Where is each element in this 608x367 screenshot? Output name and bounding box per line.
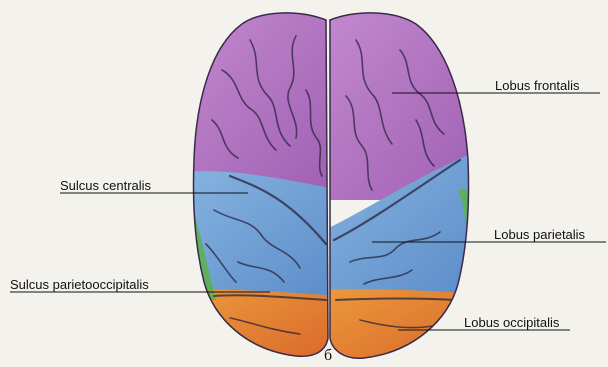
figure-letter: б: [324, 347, 332, 365]
right-hemisphere: [320, 0, 480, 367]
label-lobus-occipitalis: Lobus occipitalis: [464, 316, 559, 330]
label-sulcus-parietooccipitalis: Sulcus parietooccipitalis: [10, 278, 149, 292]
label-lobus-parietalis: Lobus parietalis: [494, 228, 585, 242]
label-lobus-frontalis: Lobus frontalis: [495, 79, 580, 93]
left-occipital-lobe: [180, 289, 340, 367]
left-hemisphere: [180, 0, 340, 367]
label-sulcus-centralis: Sulcus centralis: [60, 179, 151, 193]
left-frontal-lobe: [180, 0, 340, 190]
